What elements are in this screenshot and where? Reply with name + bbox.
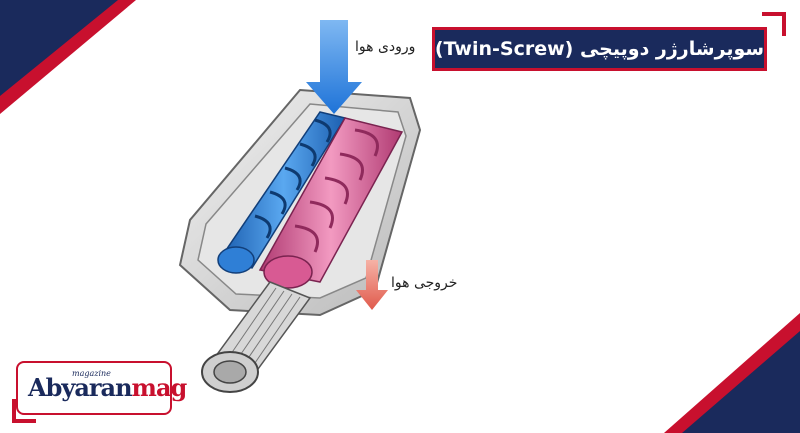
air-outlet-arrow-icon [356,260,388,310]
top-right-bracket-decoration [762,12,786,36]
logo-small-text: magazine [72,369,111,378]
logo-main-suffix: mag [131,373,188,402]
logo-text: Abyaranmag [28,373,188,402]
air-inlet-arrow-icon [306,20,362,114]
blue-male-rotor [217,111,347,274]
logo-main-prefix: Abyaran [28,373,133,402]
twin-screw-supercharger-illustration [178,20,422,393]
brand-logo-icon: magazine Abyaranmag [16,361,187,415]
page-title: سوپرشارژر دوپیچی (Twin-Screw) [432,27,767,71]
air-inlet-label: ورودی هوا [355,39,416,55]
bottom-left-bracket-decoration [12,399,36,423]
top-left-corner-decoration [0,0,136,114]
drive-shaft-pulley [201,281,312,393]
pink-female-rotor [258,117,404,289]
air-outlet-label: خروجی هوا [391,275,458,291]
bottom-right-corner-decoration [664,313,800,433]
